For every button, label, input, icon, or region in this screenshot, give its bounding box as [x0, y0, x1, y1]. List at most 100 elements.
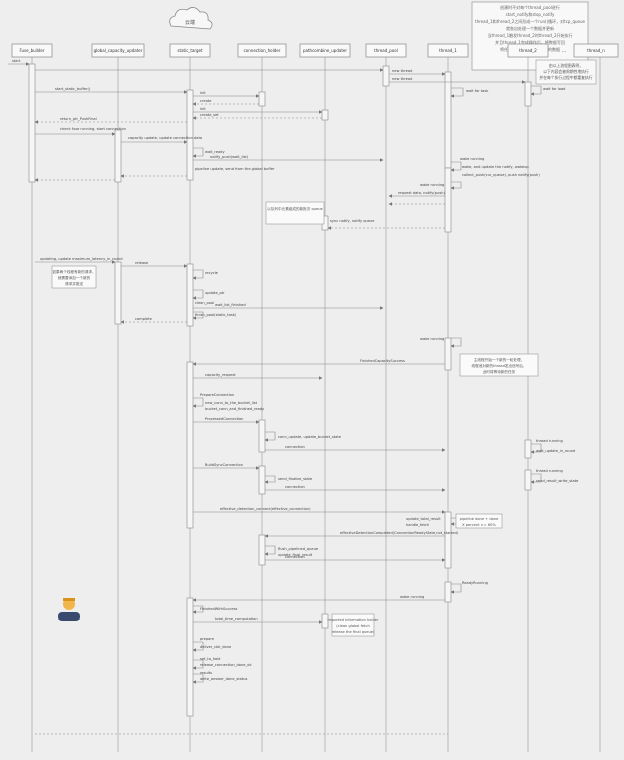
msg-effective-update: effective_detection_connect(effective_co… — [220, 507, 311, 511]
msg-conn-update: conn_update, update_bucket_state — [278, 435, 342, 439]
msg-check-fuse: check fuse running, start connection — [60, 127, 126, 131]
thread-note-line-0: 主线程开始一个新的一轮处理， — [474, 357, 524, 362]
fuse-note-line-0: 如果两个线程有新的请求， — [52, 269, 95, 274]
participant-label: pathcombine_updater — [303, 48, 347, 53]
result-note-line-0: Imported Information holder — [328, 618, 379, 622]
participant-pathcombine-updater[interactable]: pathcombine_updater — [299, 43, 351, 58]
msg-end-send-0: set_to_hold — [200, 657, 220, 661]
participant-thread-n[interactable]: thread_n — [573, 43, 619, 58]
fuse-note: 如果两个线程有新的请求， 就需要添加一个新的 请求并推送 — [51, 265, 97, 289]
msg-flush-detail-1: update_final_result — [278, 553, 313, 557]
participant-heads: Fuse_builder global_capacity_updater sta… — [11, 43, 619, 58]
msg-wait-list: wait_list_finished — [215, 303, 246, 307]
msg-thread-run: thread running — [536, 469, 563, 473]
msg-prepare-detail-1: bucket_conn_and_finished_ready — [205, 407, 265, 411]
msg-return-ptr: return_ptr_PushFinal — [60, 117, 97, 121]
msg-build-conn: BuildSyncConnection — [205, 463, 243, 467]
participant-global-capacity-updater[interactable]: global_capacity_updater — [91, 43, 145, 58]
cloud-icon: 云端 — [169, 7, 213, 30]
fuse-note-line-2: 请求并推送 — [65, 281, 83, 286]
note-right-line-0: 由以上流程图表明， — [549, 63, 583, 68]
msg-wake-running3: wake running — [420, 337, 444, 341]
msg-dead-thread: thread running — [536, 439, 563, 443]
msg-end-complete: deliver_cbk_done — [200, 645, 232, 649]
message-labels: start new thread new thread wait for tas… — [12, 59, 579, 681]
msg-end-remove-0: results — [200, 671, 212, 675]
top-note-line-0: 创建时不对每个thread_pool进行 — [500, 4, 560, 10]
msg-ready-note-0: update_total_result — [406, 517, 441, 521]
participant-thread-2[interactable]: thread_2 — [507, 43, 549, 58]
msg-flush-send: connection — [285, 555, 305, 559]
msg-conn-send: connection — [285, 445, 305, 449]
participant-label: thread_pool — [374, 48, 398, 53]
msg-prepare-detail-0: new_conn_to_the_bucket_list — [205, 401, 258, 405]
msg-build-update: send_finalize_state — [278, 477, 313, 481]
msg-flush-detail-0: flush_pipelined_queue — [278, 547, 319, 551]
flush-note-line-1: X percent >= 60% — [462, 523, 496, 527]
note-right-line-2: 并在每个执行过程中都重复执行 — [539, 75, 592, 80]
msg-create-thread-2: new thread — [392, 77, 412, 81]
note-right-line-1: 以下内容会被周期性地执行 — [543, 69, 589, 74]
msg-wake-running: wake running — [460, 157, 484, 161]
messages — [8, 62, 542, 735]
msg-complete: complete — [135, 317, 153, 321]
top-note-line-1: start_notify和stop_notify — [506, 11, 555, 17]
msg-init-b: create — [200, 99, 212, 103]
msg-proc-conn: ProcessedConnection — [205, 417, 243, 421]
msg-finish-capacity: FinishedCapacitySuccess — [360, 359, 405, 363]
msg-thread-update: send_result_write_state — [536, 479, 579, 483]
participant-label: thread_n — [587, 48, 605, 53]
participant-label: global_capacity_updater — [94, 48, 143, 53]
msg-pipeline: pipeline update, send from the global bu… — [195, 167, 275, 171]
participant-static-target[interactable]: static_target — [169, 43, 211, 58]
result-note-line-1: (clean global fetch — [336, 624, 369, 628]
fuse-note-line-1: 就需要添加一个新的 — [58, 275, 91, 280]
msg-end-label: wake running — [400, 595, 424, 599]
msg-end-prepare: prepare — [200, 637, 215, 641]
msg-updating: updating, update maximum_latency_in_roun… — [40, 257, 123, 261]
msg-final-label: total_time_computation — [215, 617, 258, 621]
user-avatar-icon — [58, 598, 80, 621]
flush-note-line-0: pipeline done + done — [460, 517, 499, 521]
participant-label: thread_1 — [439, 48, 457, 53]
participant-label: connection_holder — [244, 48, 281, 53]
flush-note: pipeline done + done X percent >= 60% — [455, 513, 503, 529]
participant-label: thread_2 — [519, 48, 537, 53]
result-note-line-2: release the final queue) — [332, 630, 375, 634]
msg-create-set: create_set — [200, 113, 219, 117]
thread-note-line-1: 线程池对新的thread发出信号后， — [472, 363, 527, 368]
participant-connection-holder[interactable]: connection_holder — [237, 43, 287, 58]
msg-build-send: connection — [285, 485, 305, 489]
participant-thread-pool[interactable]: thread_pool — [365, 43, 407, 58]
msg-clean-pool: clean_pool — [195, 301, 214, 305]
result-note: Imported Information holder (clean globa… — [328, 613, 379, 637]
msg-release: release — [135, 261, 149, 265]
participant-label: Fuse_builder — [19, 48, 44, 53]
msg-create-thread-1: new thread — [392, 69, 412, 73]
msg-static-bytes: start_static_buffer() — [55, 87, 91, 91]
queue-note-text: 以队列中元素组成的新批次 queue — [267, 206, 323, 211]
msg-cap-request: capacity_request — [205, 373, 236, 377]
activation-bars — [28, 63, 532, 717]
msg-end-running: ReadyRunning — [462, 581, 488, 585]
msg-ready-note-1: handle_fetch — [406, 523, 429, 527]
top-note-line-5: 并且thread_1完成操作后，将数据写回 — [495, 39, 565, 45]
msg-wait-for-load: wait for load — [543, 87, 565, 91]
msg-end-send-1: release_connection_done_ok — [200, 663, 252, 667]
participant-thread-1[interactable]: thread_1 — [427, 43, 469, 58]
msg-add-to-loop: wait for task — [466, 89, 489, 93]
msg-init-c: init — [200, 107, 206, 111]
msg-sync-queue: sync notify, notify queue — [330, 219, 375, 223]
msg-init-a: init — [200, 91, 206, 95]
thread-note: 主线程开始一个新的一轮处理， 线程池对新的thread发出信号后， 此时将等待新… — [459, 353, 539, 377]
top-note-line-3: 就各自处理一个数据并更新 — [506, 25, 554, 31]
cloud-label: 云端 — [185, 19, 195, 26]
participant-fuse-builder[interactable]: Fuse_builder — [11, 43, 53, 58]
participant-ellipsis: ... — [562, 48, 567, 54]
msg-end-info: FinishedWithSuccess — [200, 607, 237, 611]
top-note-line-4: 当thread_1触发thread_2时thread_2开始执行 — [488, 32, 573, 38]
msg-wake-running2: wake running — [420, 183, 444, 187]
top-note: 创建时不对每个thread_pool进行 start_notify和stop_n… — [471, 1, 589, 71]
queue-note: 以队列中元素组成的新批次 queue — [265, 201, 325, 225]
